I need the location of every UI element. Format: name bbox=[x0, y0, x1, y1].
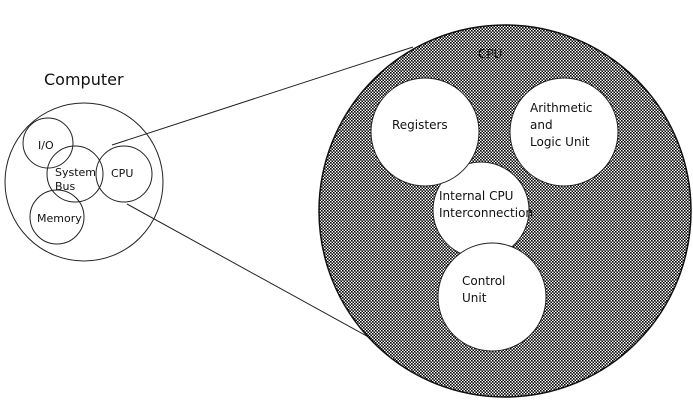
io-label: I/O bbox=[38, 139, 54, 152]
computer-title: Computer bbox=[44, 70, 124, 89]
alu-line-3: Logic Unit bbox=[530, 135, 590, 149]
control-unit-label: Control Unit bbox=[462, 274, 509, 305]
system-bus-line-1: System bbox=[55, 166, 96, 179]
alu-label: Arithmetic and Logic Unit bbox=[530, 101, 596, 149]
cpu-small-circle bbox=[95, 145, 153, 203]
interconnect-line-1: Internal CPU bbox=[439, 189, 513, 203]
zoom-line-top bbox=[111, 46, 414, 146]
control-unit-circle bbox=[437, 242, 547, 352]
control-unit-line-2: Unit bbox=[462, 291, 487, 305]
alu-circle bbox=[509, 77, 619, 187]
computer-circle bbox=[4, 102, 164, 262]
registers-label: Registers bbox=[392, 118, 448, 132]
system-bus-circle bbox=[46, 145, 104, 203]
cpu-small-label: CPU bbox=[111, 167, 133, 180]
cpu-big-title: CPU bbox=[478, 47, 502, 61]
alu-line-1: Arithmetic bbox=[530, 101, 593, 115]
memory-label: Memory bbox=[37, 212, 82, 225]
memory-circle bbox=[29, 189, 85, 245]
interconnect-label: Internal CPU Interconnection bbox=[439, 189, 533, 220]
system-bus-label: System Bus bbox=[55, 166, 100, 193]
registers-circle bbox=[370, 77, 480, 187]
control-unit-line-1: Control bbox=[462, 274, 505, 288]
alu-line-2: and bbox=[530, 118, 553, 132]
system-bus-line-2: Bus bbox=[55, 180, 76, 193]
interconnect-line-2: Interconnection bbox=[439, 206, 533, 220]
zoom-line-bottom bbox=[126, 203, 393, 351]
